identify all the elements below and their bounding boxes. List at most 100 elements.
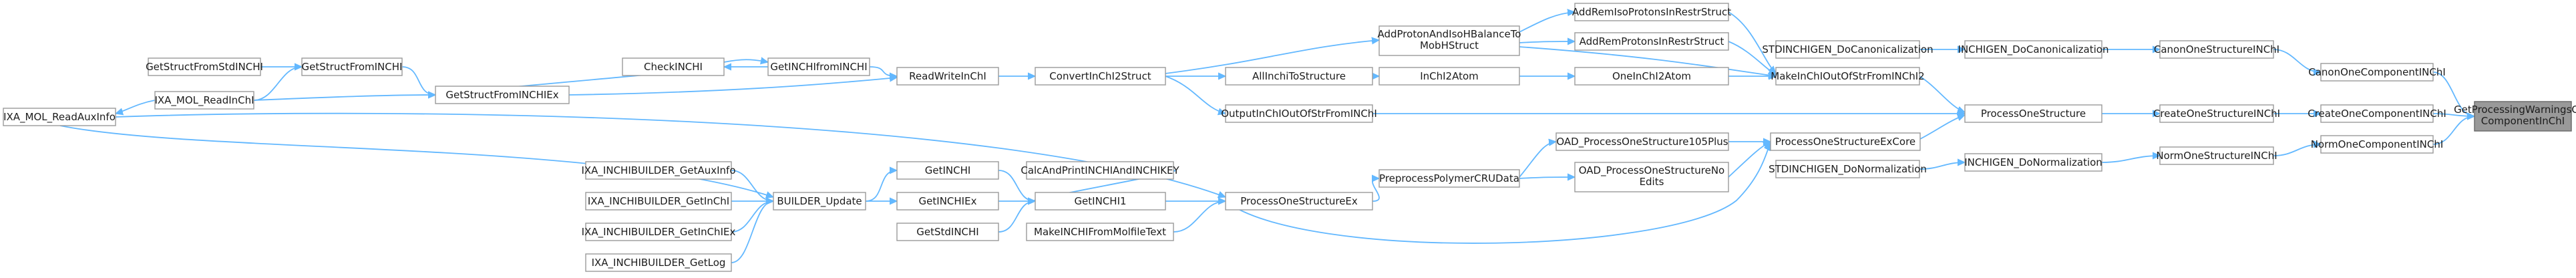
node-create-one-component[interactable]: CreateOneComponentINChI <box>2308 104 2446 123</box>
edge-add-remprotons-to-make-inchi-outof <box>1728 41 1776 76</box>
node-add-remprotons[interactable]: AddRemProtonsInRestrStruct <box>1574 32 1729 51</box>
edge-make-inchi-outof-to-process-one-structure <box>1919 76 1965 112</box>
node-label: INCHIGEN_DoCanonicalization <box>1958 43 2109 56</box>
edge-get-struct-from-inchi-to-get-struct-from-inchi-ex <box>401 66 435 95</box>
node-box <box>2320 135 2434 154</box>
node-stdinchigen-donorm[interactable]: STDINCHIGEN_DoNormalization <box>1769 160 1927 178</box>
node-label: GetStructFromINCHI <box>302 61 403 73</box>
node-box <box>435 86 570 104</box>
edge-get-inchi-from-inchi-to-read-write-inchi <box>869 66 897 76</box>
node-label: ProcessOneStructure <box>1981 108 2086 120</box>
node-label: MakeInChIOutOfStrFromINChI2 <box>1771 70 1924 82</box>
node-ixa-mol-readinchi[interactable]: IXA_MOL_ReadInChI <box>154 91 254 110</box>
node-norm-one-structure[interactable]: NormOneStructureINChI <box>2156 146 2277 165</box>
edge-add-proton-to-make-inchi-outof <box>1519 46 1776 76</box>
edge-stdinchigen-donorm-to-inchigen-donorm <box>1919 162 1965 170</box>
node-label: GetStructFromStdINCHI <box>146 61 263 73</box>
node-box <box>2159 40 2274 59</box>
node-label: CanonOneStructureINChI <box>2154 43 2279 55</box>
node-box <box>1035 192 1166 211</box>
node-allinchi-to-structure[interactable]: AllInchiToStructure <box>1225 67 1373 86</box>
node-add-remiso[interactable]: AddRemIsoProtonsInRestrStruct <box>1572 3 1731 21</box>
node-box <box>585 192 732 211</box>
node-box <box>896 161 999 180</box>
node-get-std-inchi[interactable]: GetStdINCHI <box>896 223 999 241</box>
node-box <box>1378 25 1520 56</box>
edge-get-std-inchi-to-get-inchi1 <box>998 201 1035 233</box>
node-get-inchi-ex[interactable]: GetINCHIEx <box>896 192 999 211</box>
node-box <box>622 57 725 76</box>
node-get-inchi[interactable]: GetINCHI <box>896 161 999 180</box>
node-preprocess-polymer[interactable]: PreprocessPolymerCRUData <box>1378 169 1520 188</box>
node-process-one-structure-excore[interactable]: ProcessOneStructureExCore <box>1770 132 1921 151</box>
node-builder-update[interactable]: BUILDER_Update <box>773 192 866 211</box>
node-one-inchi-2atom[interactable]: OneInChI2Atom <box>1574 67 1729 86</box>
node-ixa-builder-getinchi[interactable]: IXA_INCHIBUILDER_GetInChI <box>585 192 732 211</box>
edge-ixa-mol-readinchi-to-ixa-mol-readauxinfo <box>116 100 156 114</box>
node-norm-one-component[interactable]: NormOneComponentINChI <box>2311 135 2444 154</box>
node-label: AddProtonAndIsoHBalanceTo <box>1377 28 1521 40</box>
node-ixa-builder-getinchiex[interactable]: IXA_INCHIBUILDER_GetInChIEx <box>582 223 736 241</box>
node-label: STDINCHIGEN_DoNormalization <box>1769 163 1927 176</box>
nodes-layer: GetProcessingWarningsOneComponentInChI Ca… <box>3 3 2576 272</box>
node-box <box>2159 146 2274 165</box>
node-label: GetINCHIfromINCHI <box>770 61 867 73</box>
node-label: IXA_INCHIBUILDER_GetLog <box>592 257 726 269</box>
node-oad-105plus[interactable]: OAD_ProcessOneStructure105Plus <box>1555 132 1729 151</box>
node-box <box>1574 32 1729 51</box>
node-check-inchi[interactable]: CheckINCHI <box>622 57 725 76</box>
node-convert-inchi2struct[interactable]: ConvertInChI2Struct <box>1035 67 1166 86</box>
node-get-struct-from-std-inchi[interactable]: GetStructFromStdINCHI <box>146 57 263 76</box>
node-ixa-mol-readauxinfo[interactable]: IXA_MOL_ReadAuxInfo <box>3 108 116 126</box>
node-get-inchi-from-inchi[interactable]: GetINCHIfromINCHI <box>767 57 870 76</box>
node-box <box>896 67 999 86</box>
node-root[interactable]: GetProcessingWarningsOneComponentInChI <box>2454 101 2576 132</box>
node-inchigen-donorm[interactable]: INCHIGEN_DoNormalization <box>1964 153 2102 172</box>
node-ixa-builder-getlog[interactable]: IXA_INCHIBUILDER_GetLog <box>585 253 732 272</box>
node-get-inchi1[interactable]: GetINCHI1 <box>1035 192 1166 211</box>
node-label: GetStructFromINCHIEx <box>445 89 558 101</box>
edge-norm-one-component-to-root <box>2432 116 2474 145</box>
node-box <box>1026 223 1174 241</box>
node-make-inchi-from-molfile[interactable]: MakeINCHIFromMolfileText <box>1026 223 1174 241</box>
node-output-inchi-outof[interactable]: OutputInChIOutOfStrFromINChI <box>1221 104 1377 123</box>
node-ixa-builder-getauxinfo[interactable]: IXA_INCHIBUILDER_GetAuxInfo <box>581 161 736 180</box>
node-label: GetProcessingWarningsOne <box>2454 104 2576 116</box>
node-box <box>1775 160 1920 178</box>
node-label: Edits <box>1640 176 1664 188</box>
node-label: OAD_ProcessOneStructure105Plus <box>1556 136 1728 148</box>
node-calc-print[interactable]: CalcAndPrintINCHIAndINCHIKEY <box>1021 161 1179 180</box>
node-box <box>1378 169 1520 188</box>
node-canon-one-structure[interactable]: CanonOneStructureINChI <box>2154 40 2279 59</box>
node-inchigen-docanon[interactable]: INCHIGEN_DoCanonicalization <box>1958 40 2109 59</box>
node-get-struct-from-inchi-ex[interactable]: GetStructFromINCHIEx <box>435 86 570 104</box>
node-box <box>1775 40 1920 59</box>
node-label: NormOneComponentINChI <box>2311 138 2444 150</box>
node-canon-one-component[interactable]: CanonOneComponentINChI <box>2308 63 2446 82</box>
edge-convert-inchi2struct-to-add-proton <box>1165 40 1379 74</box>
node-box <box>2159 104 2274 123</box>
edge-canon-one-structure-to-canon-one-component <box>2273 49 2321 72</box>
edge-add-proton-to-add-remprotons <box>1519 41 1575 43</box>
node-label: ReadWriteInChI <box>909 70 986 82</box>
node-read-write-inchi[interactable]: ReadWriteInChI <box>896 67 999 86</box>
node-box <box>3 108 116 126</box>
node-box <box>1574 3 1729 21</box>
node-label: AddRemProtonsInRestrStruct <box>1580 35 1724 47</box>
edge-norm-one-structure-to-norm-one-component <box>2273 144 2321 156</box>
node-create-one-structure[interactable]: CreateOneStructureINChI <box>2153 104 2280 123</box>
node-label: NormOneStructureINChI <box>2156 150 2277 162</box>
node-get-struct-from-inchi[interactable]: GetStructFromINCHI <box>301 57 403 76</box>
node-box <box>1964 40 2102 59</box>
node-box <box>767 57 870 76</box>
node-box <box>585 161 732 180</box>
node-box <box>2320 63 2434 82</box>
node-box <box>1225 104 1373 123</box>
node-stdinchigen-docanon[interactable]: STDINCHIGEN_DoCanonicalization <box>1762 40 1934 59</box>
node-make-inchi-outof[interactable]: MakeInChIOutOfStrFromINChI2 <box>1771 67 1925 86</box>
node-process-one-structure[interactable]: ProcessOneStructure <box>1964 104 2102 123</box>
node-inchi-2atom[interactable]: InChI2Atom <box>1378 67 1520 86</box>
node-process-one-structure-ex[interactable]: ProcessOneStructureEx <box>1225 192 1373 211</box>
